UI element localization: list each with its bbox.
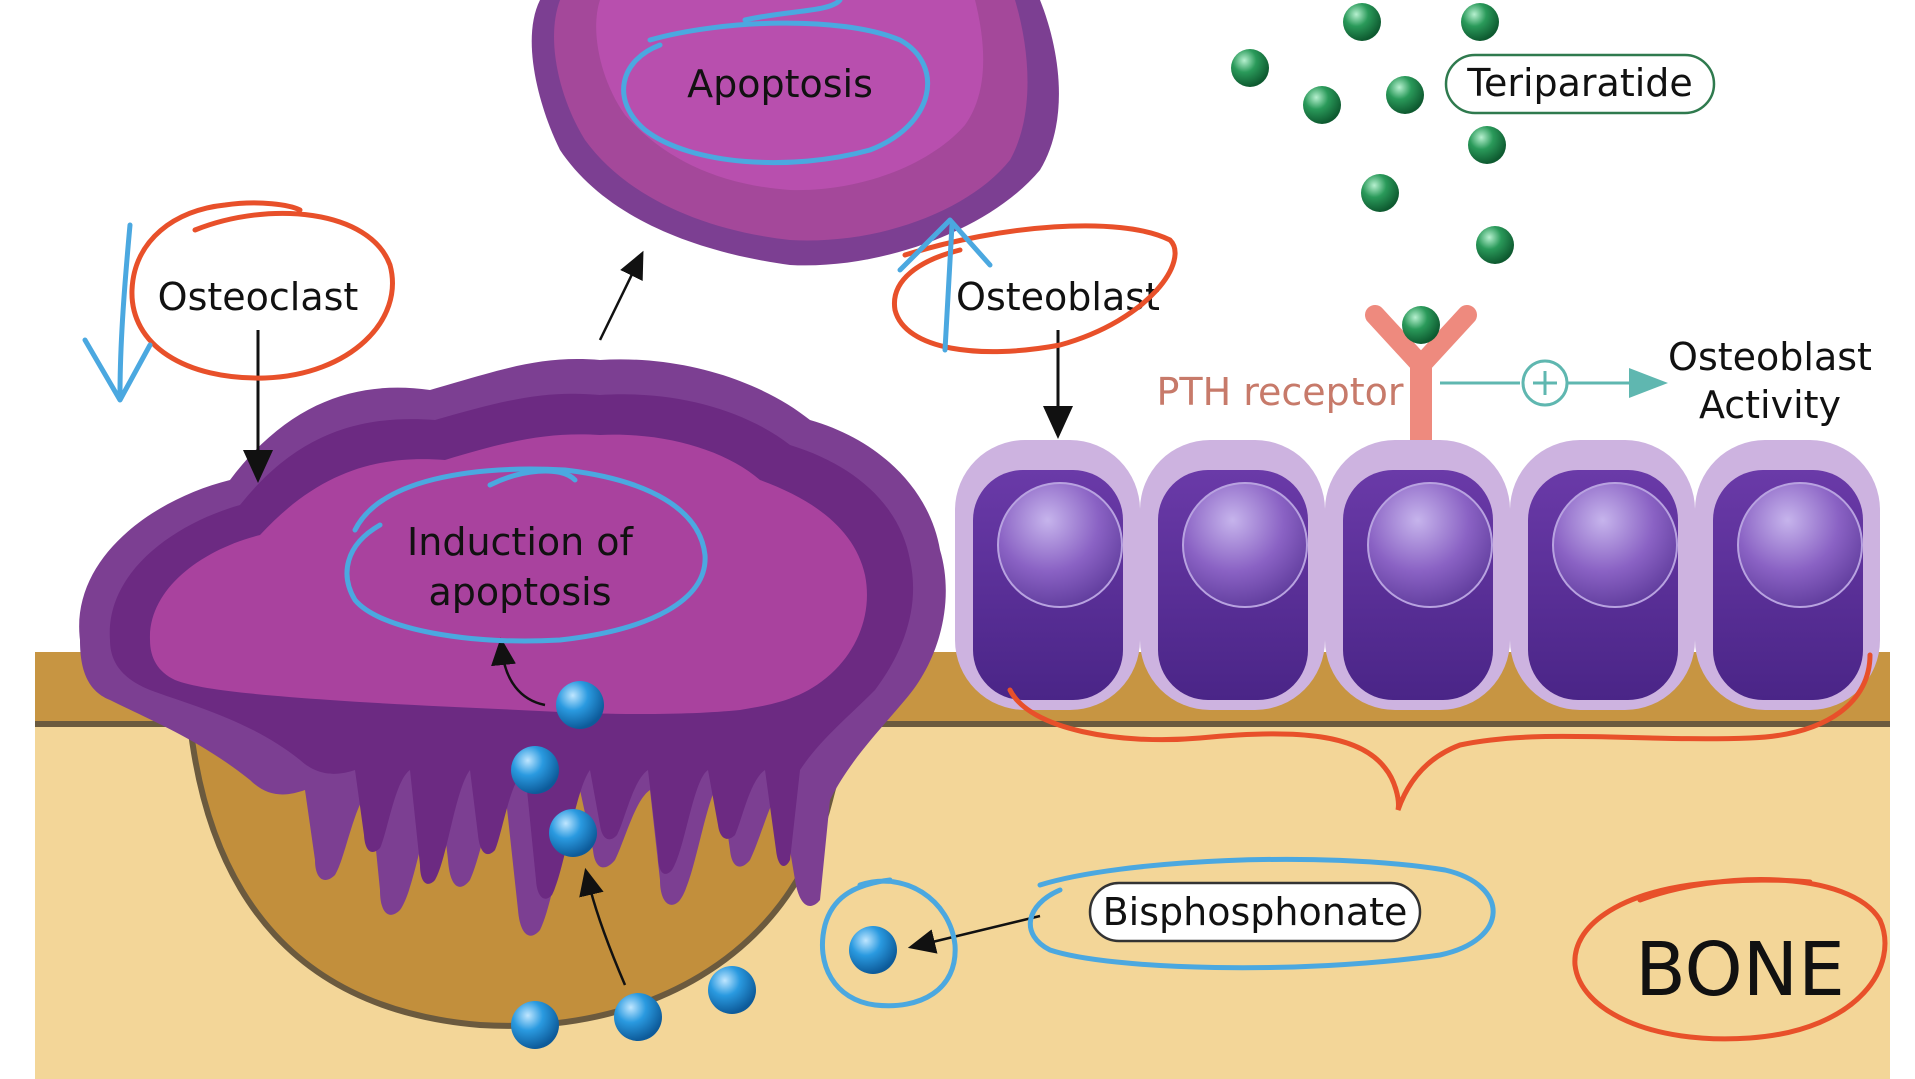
teriparatide-molecule [1343,3,1381,41]
teriparatide-molecule [1231,49,1269,87]
apoptotic-osteoclast [531,0,1059,266]
osteoblast-bracket [1007,652,1873,811]
teriparatide-molecule [1468,126,1506,164]
bisphosphonate-molecules [511,681,897,1049]
osteoclast-label: Osteoclast [158,275,359,319]
osteoclast-circle [129,200,395,381]
bone-circle [1572,877,1888,1042]
osteoblast-cell [955,440,1140,710]
induction-circle [344,466,708,644]
osteoblast-up-arrow [897,217,993,353]
bisphosphonate-label: Bisphosphonate [1103,890,1408,934]
bisphosphonate-molecule [708,966,756,1014]
teriparatide-molecule [1476,226,1514,264]
teriparatide-label: Teriparatide [1466,61,1693,105]
pth-receptor-label: PTH receptor [1156,370,1403,414]
teriparatide-molecule [1386,76,1424,114]
bisphosphonate-molecule [849,926,897,974]
osteoblast-activity-label-line1: Osteoblast [1668,335,1872,379]
osteoblast-cell [1510,440,1695,710]
teriparatide-pill [1444,53,1716,115]
pth-receptor [1365,305,1477,440]
osteoblast-label: Osteoblast [956,275,1160,319]
bisphosphonate-molecule [549,809,597,857]
osteoblast-activity-label-line2: Activity [1699,383,1841,427]
induction-label-line2: apoptosis [428,570,611,614]
apoptosis-circle-tick [742,0,843,23]
teriparatide-molecule [1402,306,1440,344]
osteoclast-down-arrow [82,222,153,403]
osteoblast-row [955,440,1880,710]
pathway-arrows [243,250,1073,986]
osteoblast-cell [1695,440,1880,710]
apoptosis-label: Apoptosis [687,62,873,106]
induction-label-line1: Induction of [407,520,635,564]
blue-annotations [82,0,1496,1009]
bisphosphonate-molecule [614,993,662,1041]
bisphosphonate-pill [1088,881,1422,943]
teriparatide-molecule [1303,86,1341,124]
bisphosphonate-molecule-circle [819,877,958,1009]
osteoblast-cell [1325,440,1510,710]
apoptosis-circle [621,20,931,166]
bisphosphonate-molecule [556,681,604,729]
activation-arrow [1440,359,1668,407]
induction-circle-tick [487,468,578,488]
teriparatide-molecule [1461,3,1499,41]
bisphosphonate-circle [1027,856,1496,971]
bone-label: BONE [1635,927,1845,1013]
teriparatide-molecule [1361,174,1399,212]
bisphosphonate-molecule [511,746,559,794]
red-annotations [129,200,1888,1042]
osteoblast-circle [891,223,1178,355]
teriparatide-molecules [1231,3,1514,344]
osteoblast-cell [1140,440,1325,710]
bisphosphonate-molecule [511,1001,559,1049]
